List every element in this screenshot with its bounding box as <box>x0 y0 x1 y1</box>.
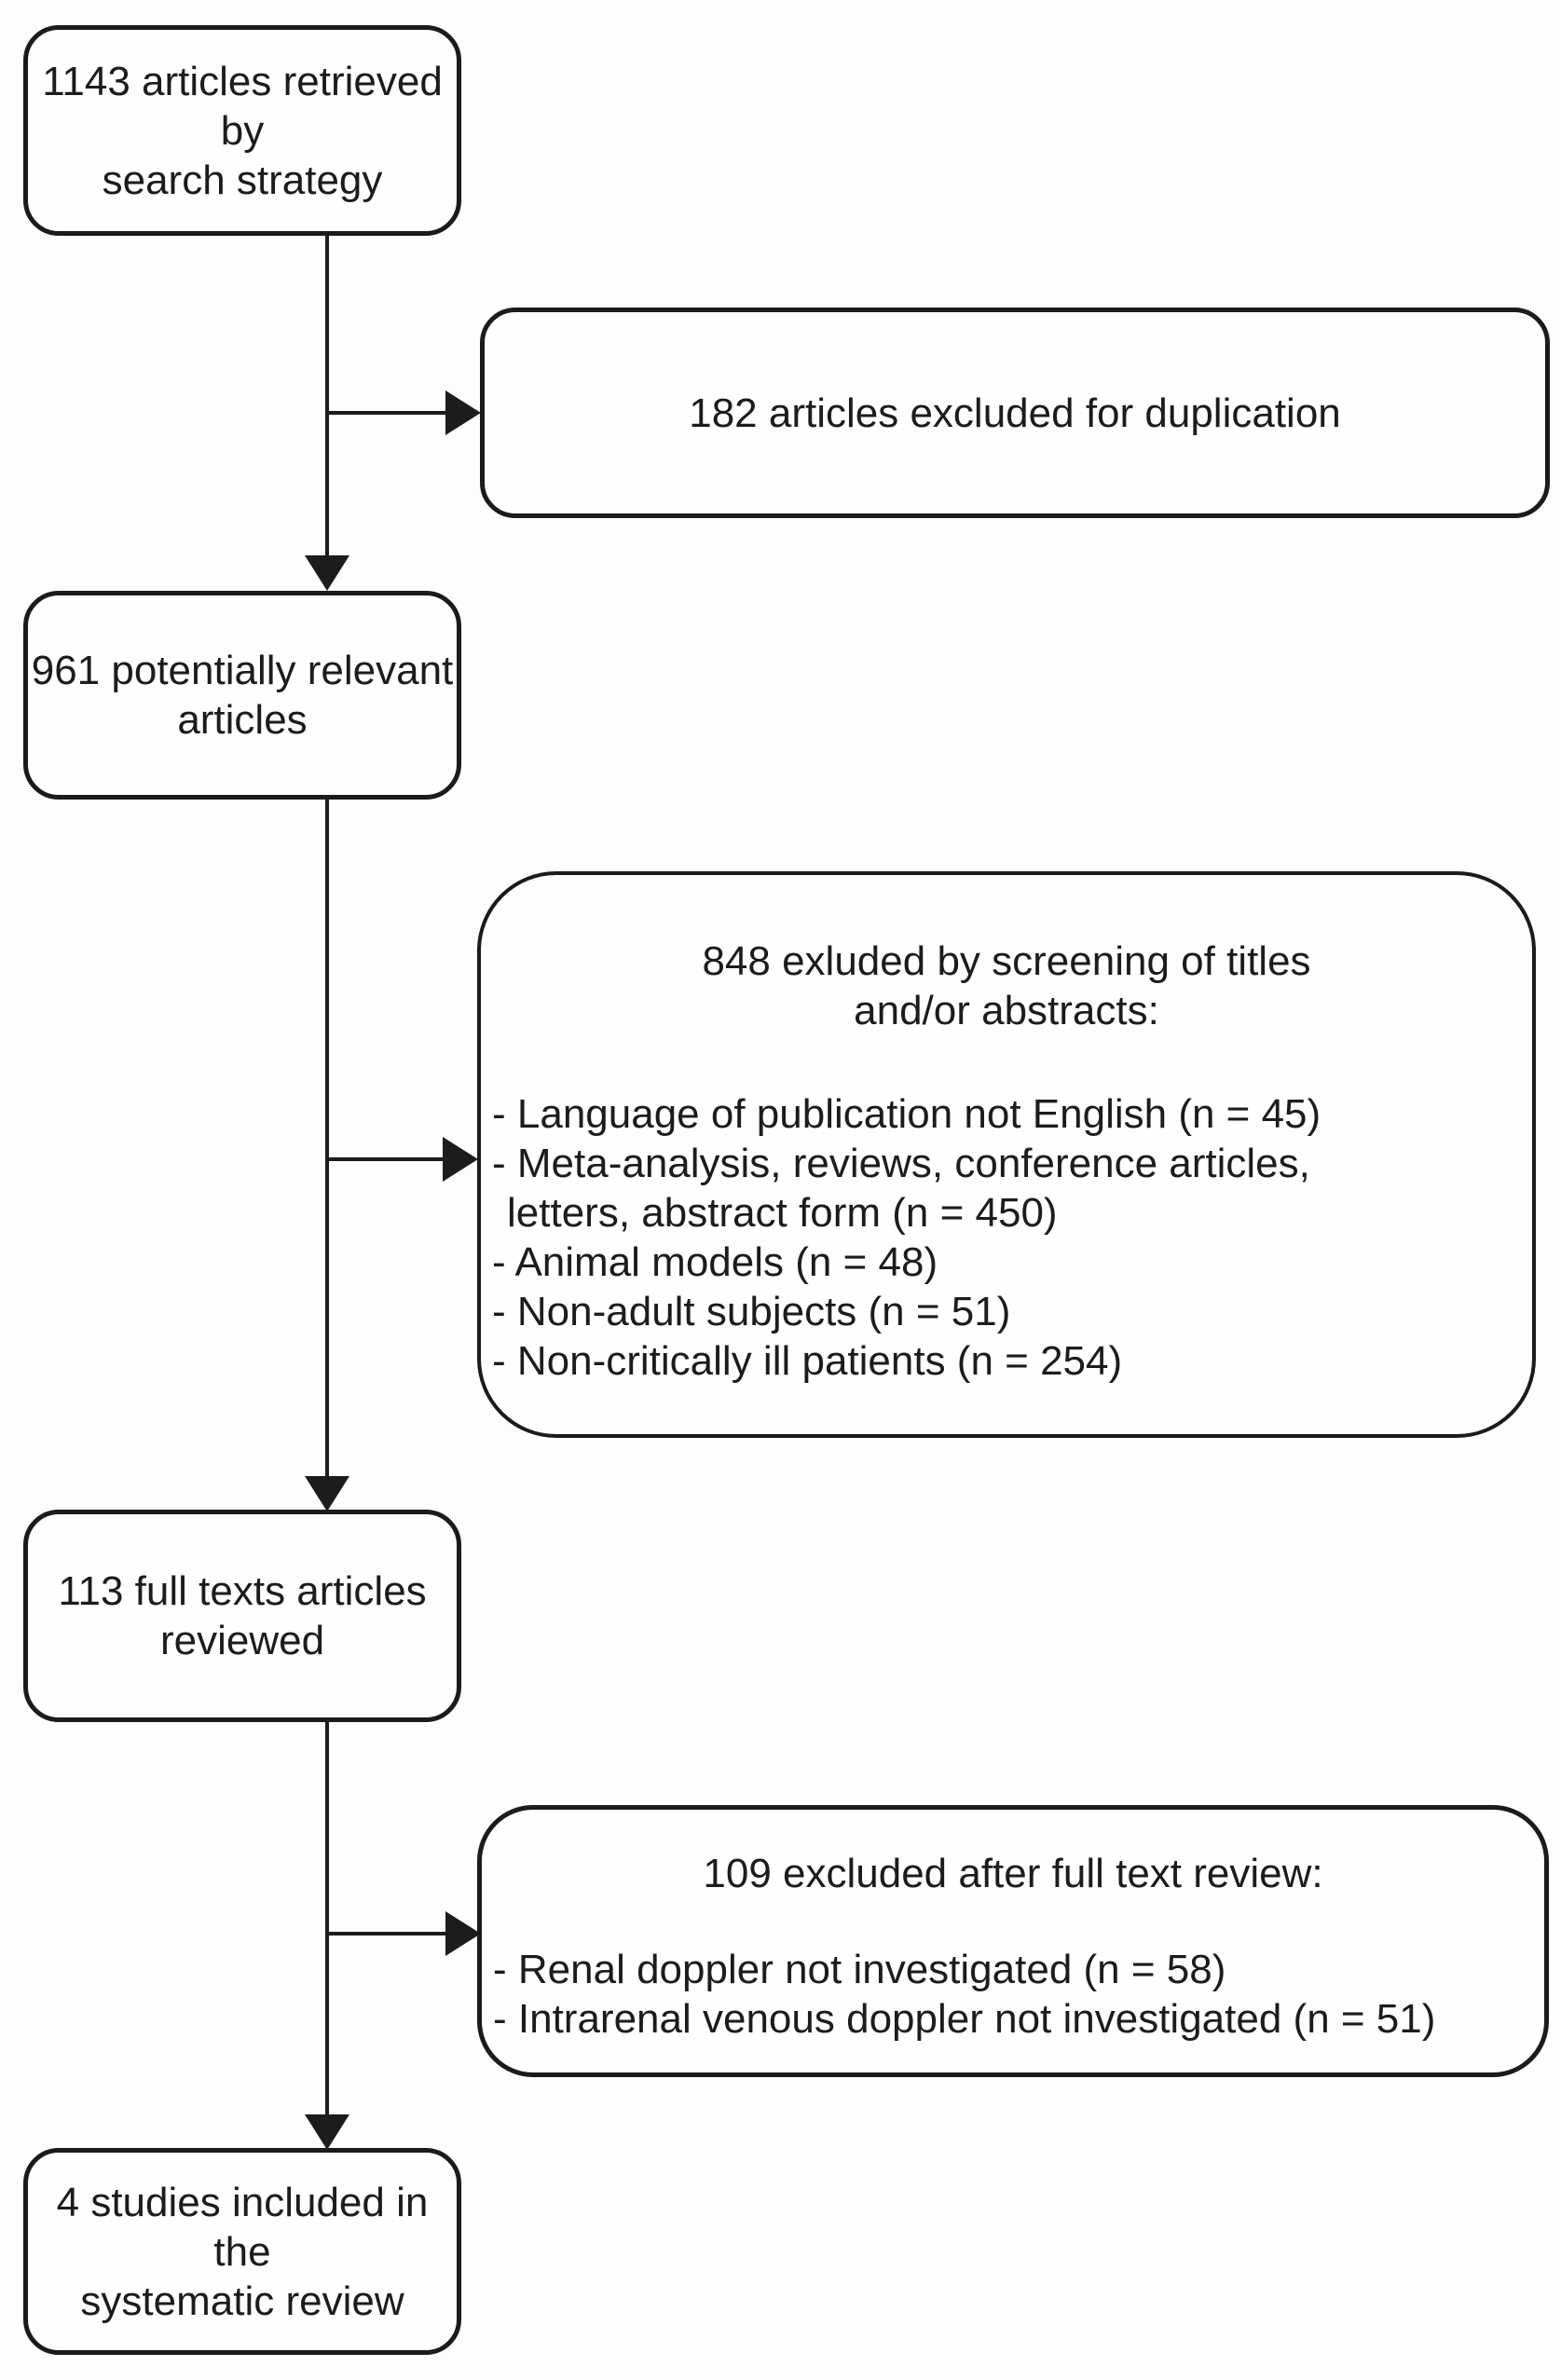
box-text-line: search strategy <box>102 157 383 203</box>
exclusion-reason-continuation: letters, abstract form (n = 450) <box>507 1190 1058 1236</box>
exclusion-reason: - Language of publication not English (n… <box>492 1091 1321 1137</box>
box-heading: 848 exluded by screening of titles and/o… <box>481 937 1532 1035</box>
box-text-line: 182 articles excluded for duplication <box>689 390 1341 436</box>
exclusion-reason: - Intrarenal venous doppler not investig… <box>493 1996 1436 2042</box>
exclusion-reason: - Renal doppler not investigated (n = 58… <box>493 1947 1226 1992</box>
connector-retrieved-to-relevant <box>325 236 329 559</box>
box-text-line: 1143 articles retrieved by <box>42 58 443 154</box>
arrowhead-right-icon <box>445 390 481 435</box>
box-heading-line: and/or abstracts: <box>854 988 1159 1033</box>
exclusion-reason-list: - Renal doppler not investigated (n = 58… <box>482 1945 1544 2044</box>
connector-fulltext-to-included <box>325 1722 329 2116</box>
branch-to-fullreview-exclusions <box>327 1932 448 1935</box>
box-text-line: 961 potentially relevant <box>31 648 454 693</box>
box-heading-line: 109 excluded after full text review: <box>703 1851 1323 1896</box>
box-heading-line: 848 exluded by screening of titles <box>702 938 1311 984</box>
box-text-line: articles <box>177 697 308 743</box>
box-heading: 109 excluded after full text review: <box>482 1849 1544 1898</box>
box-excluded-fullreview: 109 excluded after full text review: - R… <box>477 1805 1549 2077</box>
box-excluded-duplication: 182 articles excluded for duplication <box>480 308 1550 518</box>
exclusion-reason: - Non-adult subjects (n = 51) <box>492 1289 1011 1334</box>
box-articles-retrieved: 1143 articles retrieved by search strate… <box>23 25 461 236</box>
exclusion-reason: - Animal models (n = 48) <box>492 1239 938 1285</box>
box-fulltext-reviewed: 113 full texts articles reviewed <box>23 1510 461 1722</box>
box-studies-included: 4 studies included in the systematic rev… <box>23 2148 461 2355</box>
arrowhead-down-icon <box>305 1476 349 1511</box>
exclusion-reason-list: - Language of publication not English (n… <box>481 1089 1532 1386</box>
arrowhead-right-icon <box>445 1911 481 1956</box>
box-text-line: 4 studies included in the <box>56 2179 429 2275</box>
arrowhead-down-icon <box>305 2114 349 2150</box>
exclusion-reason: - Meta-analysis, reviews, conference art… <box>492 1141 1310 1186</box>
connector-relevant-to-fulltext <box>325 800 329 1478</box>
box-text-line: 113 full texts articles <box>58 1568 427 1614</box>
arrowhead-right-icon <box>443 1137 478 1182</box>
box-text-line: reviewed <box>159 1618 325 1663</box>
box-text-line: systematic review <box>80 2277 404 2324</box>
box-potentially-relevant: 961 potentially relevant articles <box>23 591 461 800</box>
box-excluded-screening: 848 exluded by screening of titles and/o… <box>477 871 1536 1438</box>
branch-to-screening-exclusions <box>327 1157 445 1161</box>
branch-to-duplication <box>327 411 448 415</box>
exclusion-reason: - Non-critically ill patients (n = 254) <box>492 1338 1123 1384</box>
arrowhead-down-icon <box>305 555 349 591</box>
